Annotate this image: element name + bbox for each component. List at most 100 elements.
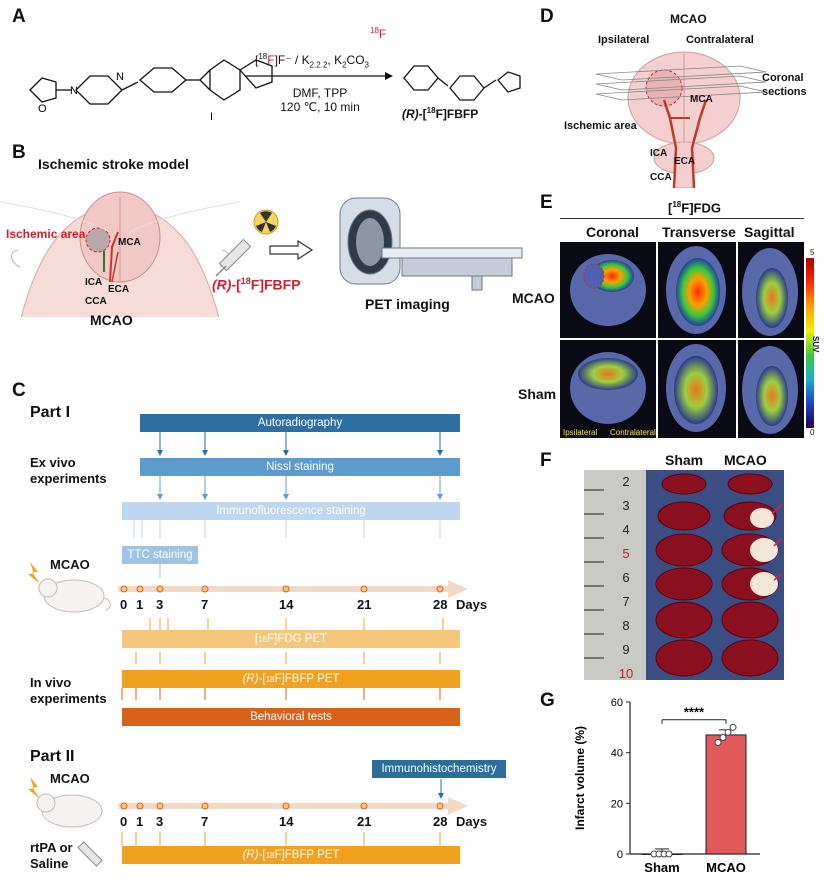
immunohistochemistry-bar: Immunohistochemistry bbox=[372, 760, 506, 778]
mcao-label-b: MCAO bbox=[90, 312, 133, 328]
nissl-bar: Nissl staining bbox=[140, 458, 460, 476]
syringe-radiation-icon bbox=[215, 209, 279, 277]
contralateral-label: Contralateral bbox=[686, 34, 754, 46]
y-tick-label: 60 bbox=[611, 697, 623, 709]
day-21: 21 bbox=[357, 597, 372, 612]
col-coronal: Coronal bbox=[586, 224, 639, 240]
ruler-ticks bbox=[584, 489, 604, 659]
row-mcao: MCAO bbox=[512, 290, 555, 306]
d-title: MCAO bbox=[670, 12, 707, 26]
panel-letter-g: G bbox=[540, 690, 555, 711]
pet-image-grid bbox=[560, 242, 804, 438]
ruler-number: 3 bbox=[622, 498, 630, 513]
panel-letter-b: B bbox=[12, 142, 26, 163]
reagents-line-3: 120 ℃, 10 min bbox=[280, 100, 360, 114]
day2-28: 28 bbox=[433, 814, 448, 829]
ruler-number: 4 bbox=[622, 522, 630, 537]
col-sagittal: Sagittal bbox=[744, 224, 795, 240]
coronal-label-1: Coronal bbox=[762, 72, 804, 84]
bar-mcao bbox=[705, 734, 747, 855]
x-tick-label: Sham bbox=[644, 860, 679, 875]
eca-label: ECA bbox=[108, 284, 130, 295]
y-tick-label: 20 bbox=[611, 798, 623, 810]
immunofluorescence-bar: Immunofluorescence staining bbox=[122, 502, 460, 520]
day-3: 3 bbox=[156, 597, 164, 612]
in-vivo-arrows bbox=[121, 618, 444, 700]
ttc-slices bbox=[655, 473, 783, 677]
product-fluorine: 18F bbox=[370, 26, 387, 41]
ruler-number: 9 bbox=[622, 642, 630, 657]
product-name: (R)-[18F]FBFP bbox=[402, 106, 479, 121]
stroke-model-title: Ischemic stroke model bbox=[38, 156, 189, 172]
e-title: [18F]FDG bbox=[668, 200, 721, 216]
y-axis-label: Infarct volume (%) bbox=[573, 726, 587, 830]
brain-illustration bbox=[595, 51, 767, 188]
day-28: 28 bbox=[433, 597, 448, 612]
day2-7: 7 bbox=[201, 814, 209, 829]
ruler-numbers: 2 3 4 5 6 7 8 9 10 bbox=[614, 470, 638, 686]
ruler-number: 2 bbox=[622, 474, 630, 489]
d-cca-label: CCA bbox=[650, 172, 672, 183]
ttc-bar: TTC staining bbox=[122, 546, 198, 564]
reaction-scheme: I O N N bbox=[29, 59, 273, 123]
y-tick-label: 0 bbox=[617, 849, 623, 861]
timeline-2 bbox=[118, 797, 468, 815]
day2-21: 21 bbox=[357, 814, 372, 829]
reaction-arrow bbox=[245, 72, 393, 80]
panel-letter-d: D bbox=[540, 6, 554, 27]
mca-label: MCA bbox=[118, 237, 141, 248]
ruler-number: 7 bbox=[622, 594, 630, 609]
arrow-to-pet-icon bbox=[269, 240, 314, 260]
e-contralateral-label: Contralateral bbox=[610, 428, 656, 437]
coronal-label-2: sections bbox=[762, 86, 807, 98]
ruler-number: 8 bbox=[622, 618, 630, 633]
in-vivo-label-1: In vivo bbox=[30, 675, 72, 690]
day2-1: 1 bbox=[136, 814, 144, 829]
ex-vivo-label-2: experiments bbox=[30, 471, 107, 486]
ica-label: ICA bbox=[85, 277, 103, 288]
e-title-rule bbox=[560, 218, 804, 219]
atom-n-label-1: N bbox=[70, 85, 78, 97]
d-mca-label: MCA bbox=[690, 94, 713, 105]
f-col-sham: Sham bbox=[665, 452, 704, 468]
reagents-line-1: [18F]F⁻ / K2.2.2, K2CO3 bbox=[255, 52, 369, 70]
days-label-1: Days bbox=[456, 597, 488, 612]
x-tick-label: MCAO bbox=[706, 860, 746, 875]
day-14: 14 bbox=[279, 597, 294, 612]
day2-0: 0 bbox=[120, 814, 128, 829]
product-structure bbox=[403, 65, 521, 101]
ischemic-area-label: Ischemic area bbox=[6, 227, 86, 241]
panel-letter-a: A bbox=[12, 6, 26, 27]
d-ischemic-area-label: Ischemic area bbox=[564, 120, 637, 132]
day2-14: 14 bbox=[279, 814, 294, 829]
ruler bbox=[584, 470, 646, 680]
day2-3: 3 bbox=[156, 814, 164, 829]
atom-n-label-2: N bbox=[116, 71, 124, 83]
mouse-brain-illustration bbox=[0, 191, 240, 317]
f-col-mcao: MCAO bbox=[724, 452, 767, 468]
mcao-label-c1: MCAO bbox=[50, 557, 90, 572]
scale-max: 5 bbox=[810, 248, 815, 257]
atom-i-label: I bbox=[210, 111, 213, 123]
part-2-label: Part II bbox=[30, 748, 75, 765]
e-ipsilateral-label: Ipsilateral bbox=[563, 428, 598, 437]
mcao-label-c2: MCAO bbox=[50, 771, 90, 786]
ihc-arrow bbox=[438, 779, 444, 799]
ruler-number: 6 bbox=[622, 570, 630, 585]
part2-up-arrows bbox=[121, 832, 441, 846]
panel-letter-f: F bbox=[540, 450, 552, 471]
atom-o-label-1: O bbox=[38, 103, 47, 115]
d-eca-label: ECA bbox=[674, 156, 696, 167]
part-1-label: Part I bbox=[30, 404, 71, 421]
cca-label: CCA bbox=[85, 296, 107, 307]
tracer-label-b: (R)-[18F]FBFP bbox=[212, 276, 301, 293]
behavioral-bar: Behavioral tests bbox=[122, 708, 460, 726]
panel-letter-c: C bbox=[12, 380, 26, 401]
day-7: 7 bbox=[201, 597, 209, 612]
autoradiography-bar: Autoradiography bbox=[140, 414, 460, 432]
timeline-1 bbox=[118, 580, 468, 598]
significance-label: **** bbox=[684, 705, 705, 720]
data-point bbox=[724, 728, 732, 736]
scale-label: SUV bbox=[811, 336, 820, 353]
